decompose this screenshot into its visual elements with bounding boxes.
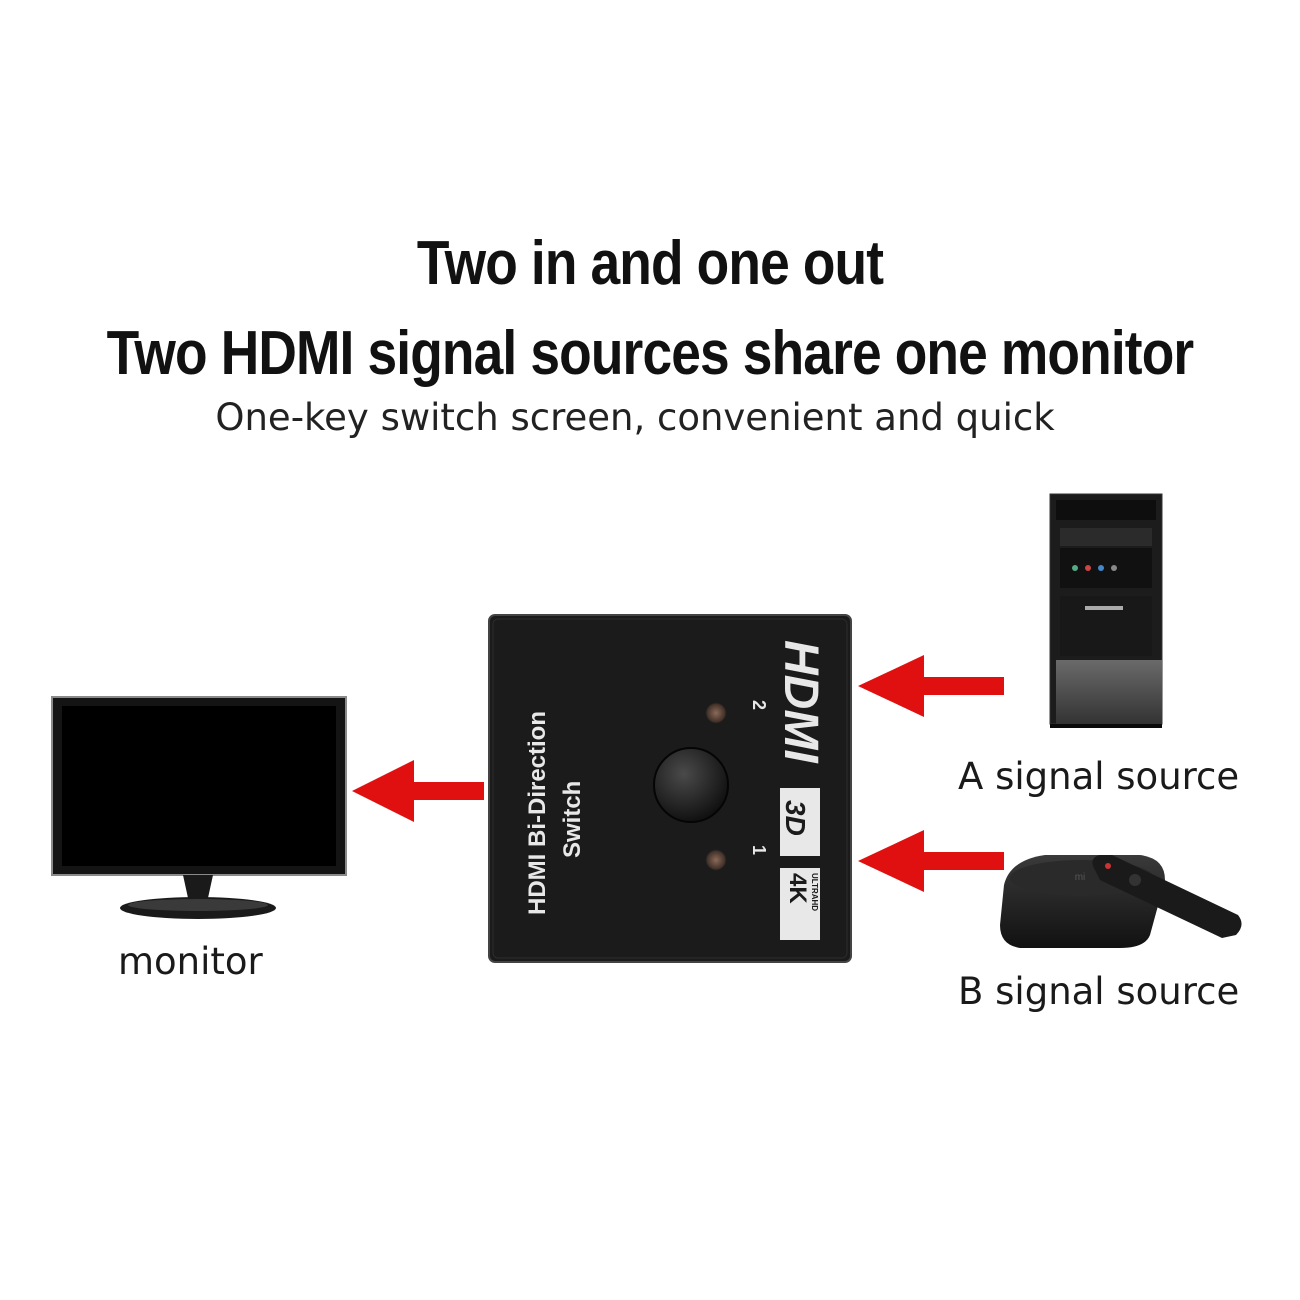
port-label-1: 1 [749,845,769,855]
device-label-line2: Switch [559,781,586,858]
arrow-left-icon [858,655,1004,717]
switch-button [653,747,729,823]
brand-logo: HDMI [774,640,827,764]
title-line-1: Two in and one out [416,229,884,298]
source-b-label: B signal source [958,970,1240,1013]
remote-control-icon [1092,855,1242,938]
svg-text:mi: mi [1075,872,1086,883]
badge-4k: 4K [784,873,811,904]
title-line-2: Two HDMI signal sources share one monito… [106,319,1194,388]
badge-ultrahd: ULTRAHD [810,873,819,911]
monitor-label: monitor [118,940,263,983]
arrow-left-icon [352,760,484,822]
subtitle: One-key switch screen, convenient and qu… [215,396,1055,439]
pc-tower-icon [1049,493,1163,728]
arrow-left-icon [858,830,1004,892]
monitor-icon [51,696,347,919]
device-label-line1: HDMI Bi-Direction [524,711,551,915]
badge-3d: 3D [780,800,811,836]
hdmi-switch-device: HDMI Bi-Direction Switch 2 1 HDMI 3D 4K … [488,614,852,963]
port-label-2: 2 [749,700,769,710]
source-a-label: A signal source [958,755,1240,798]
